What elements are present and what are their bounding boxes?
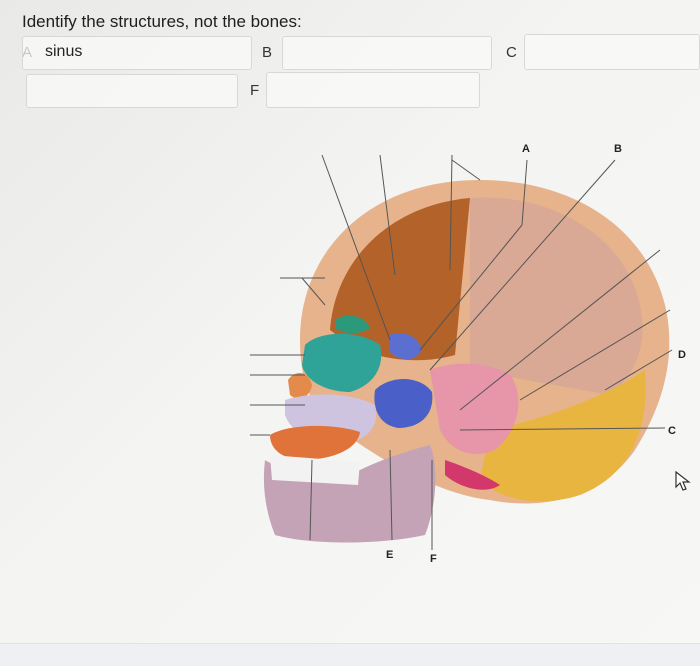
mandible <box>263 445 436 543</box>
upper-teeth-region <box>270 425 360 460</box>
leader-lines <box>250 154 673 550</box>
diagram-label-e: E <box>386 549 393 561</box>
frontal-sinus-green <box>335 315 370 334</box>
bottom-bar <box>0 643 700 666</box>
answer-field-f[interactable] <box>266 72 480 108</box>
answer-field-e[interactable] <box>26 74 238 108</box>
frontal-cavity <box>330 198 470 361</box>
skull-diagram: A B C D E F <box>250 143 686 565</box>
diagram-label-c: C <box>668 425 676 437</box>
sphenoid-region <box>374 378 433 428</box>
ethmoid-region <box>302 333 382 392</box>
sphenoid-upper <box>390 333 422 360</box>
temporal-region <box>430 363 519 454</box>
teeth-row <box>270 455 360 485</box>
field-label-f: F <box>250 82 260 99</box>
nasal-region <box>288 373 312 399</box>
diagram-label-a: A <box>522 143 530 155</box>
diagram-label-b: B <box>614 143 622 155</box>
question-text: Identify the structures, not the bones: <box>22 12 302 31</box>
answer-field-a[interactable]: sinus <box>22 36 252 70</box>
parietal-interior <box>470 197 643 395</box>
field-label-b: B <box>262 44 273 61</box>
diagram-label-d: D <box>678 349 686 361</box>
answer-field-c[interactable] <box>524 34 700 70</box>
pointer-arrow-icon <box>675 470 691 491</box>
answer-field-b[interactable] <box>282 36 492 70</box>
foramen-red <box>445 460 500 490</box>
answer-field-a-value: sinus <box>45 43 83 60</box>
occipital-region <box>480 370 646 502</box>
diagram-label-f: F <box>430 553 437 565</box>
field-label-c: C <box>506 44 517 61</box>
